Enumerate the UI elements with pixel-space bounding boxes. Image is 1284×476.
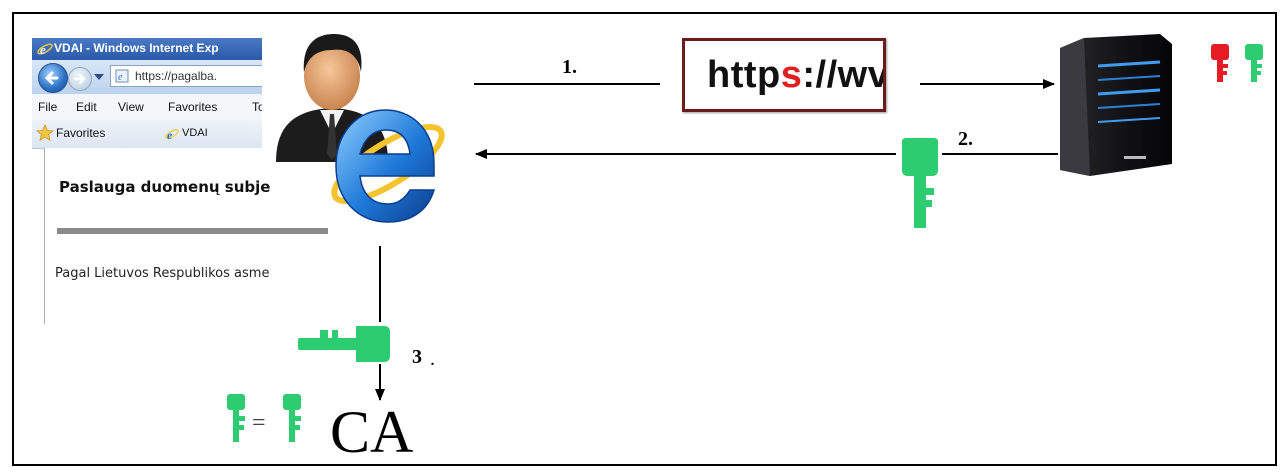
menu-tools[interactable]: To: [252, 100, 265, 114]
browser-title-bar: e VDAI - Windows Internet Exp: [32, 38, 328, 60]
svg-text:e: e: [40, 42, 46, 57]
back-button[interactable]: [38, 63, 68, 93]
green-key-horizontal-icon: [298, 326, 390, 362]
tab-vdai[interactable]: VDAI: [182, 127, 208, 139]
favorites-button[interactable]: Favorites: [56, 126, 106, 140]
server-icon: [1060, 34, 1172, 176]
star-icon: [36, 124, 54, 142]
forward-button[interactable]: [68, 67, 92, 91]
https-s: s: [780, 54, 803, 96]
diagram-graphics: [227, 14, 1263, 442]
forward-arrow-icon: [73, 73, 86, 85]
https-url-banner: https://wv: [682, 38, 886, 112]
menu-favorites[interactable]: Favorites: [168, 100, 218, 114]
back-arrow-icon: [44, 71, 59, 85]
page-divider: [57, 228, 328, 234]
https-prefix: http: [707, 54, 781, 96]
step-3-dot: .: [430, 348, 435, 370]
green-key-server-icon: [1245, 44, 1263, 82]
green-key-compare-left-icon: [227, 394, 245, 442]
ie-small-icon: e: [37, 42, 53, 57]
page-heading: Paslauga duomenų subje: [59, 178, 271, 196]
ie-logo-icon: [331, 109, 445, 223]
ie-tab-icon: e: [165, 128, 179, 142]
browser-title: VDAI - Windows Internet Exp: [54, 41, 219, 55]
page-content: Paslauga duomenų subje Pagal Lietuvos Re…: [44, 148, 328, 324]
menu-edit[interactable]: Edit: [76, 100, 97, 114]
ca-label: CA: [330, 399, 414, 465]
equals-sign: =: [252, 410, 266, 436]
step-2-label: 2.: [958, 128, 973, 150]
url-text: https://pagalba.: [135, 69, 218, 83]
step-3-label: 3: [412, 346, 422, 368]
page-icon: e: [115, 69, 129, 83]
svg-text:e: e: [118, 72, 123, 83]
green-key-transfer-icon: [902, 138, 938, 228]
https-url-text: https://wv: [707, 54, 886, 97]
user-avatar-icon: [262, 14, 402, 164]
https-suffix: ://wv: [802, 54, 886, 96]
diagram-frame: e VDAI - Windows Internet Exp e https://…: [12, 12, 1277, 466]
history-dropdown-icon[interactable]: [94, 74, 104, 80]
red-key-icon: [1211, 44, 1229, 82]
page-text: Pagal Lietuvos Respublikos asme: [55, 266, 270, 281]
menu-view[interactable]: View: [118, 100, 144, 114]
step-1-label: 1.: [562, 56, 577, 78]
menu-file[interactable]: File: [38, 100, 58, 114]
green-key-compare-right-icon: [283, 394, 301, 442]
svg-text:e: e: [167, 128, 173, 142]
